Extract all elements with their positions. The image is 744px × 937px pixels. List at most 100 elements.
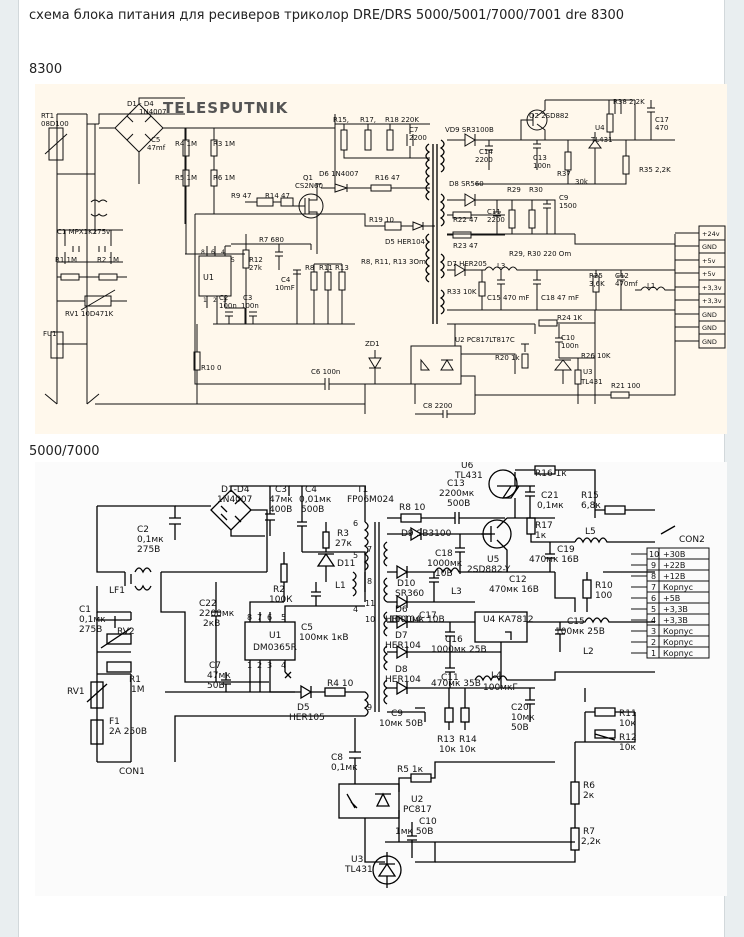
t1-pin-6: 6 [353,519,358,528]
label-d8: D8 SR560 [449,180,484,188]
label-c13: C13 [447,479,465,489]
label-l2: L2 [583,647,594,657]
secondary-wiring-5000 [387,465,655,743]
label-u5: U5 [487,555,499,565]
feedback-wiring-5000 [338,718,580,888]
connector-pin-4: +5v [702,270,716,278]
label-c11: C11 [441,673,459,683]
con2-pin-3-num: 3 [651,627,656,636]
label-c14-value: 2200 [475,156,493,164]
label-c20-value: 10мк [511,713,535,723]
label-rv1: RV1 [67,687,85,697]
label-t1-value: FP06M024 [347,495,394,505]
label-c15-value: 100мк 25В [555,627,605,637]
t1-pin-11: 11 [365,599,375,608]
con2-pin-8-num: 8 [651,572,656,581]
u1-pin-3: 3 [223,297,227,304]
label-r17-value: 1к [535,531,547,541]
label-u5-value: 2SD882-Y [467,565,511,575]
feedback-wiring [410,310,676,414]
label-q1-value: CS2N60 [295,182,323,190]
connector-con2: CON2 10 +30В 9 +22В 8 +12В 7 Корпус 6 +5… [631,525,710,659]
label-c13-value: 2200мк [439,489,475,499]
label-c3-value: 47мк [269,495,293,505]
label-c11-value: 2200 [487,216,505,224]
label-r5: R5 1M [175,174,197,182]
label-l4: L4 [491,671,502,681]
label-r14-value: 10к [459,745,476,755]
label-c12: C12 [509,575,527,585]
label-c7: C7 [209,661,221,671]
label-l1: L1 [647,282,655,290]
label-r30: R30 [529,186,543,194]
label-r3-value: 27к [335,539,352,549]
label-r7: R7 680 [259,236,284,244]
t1-pin-8: 8 [367,577,372,586]
label-vd9: VD9 SR3100B [445,126,494,134]
label-c20-value2: 50В [511,723,529,733]
label-l3: L3 [451,587,462,597]
label-r21: R21 100 [611,382,640,390]
con2-pin-10-label: +30В [663,550,685,559]
label-c2: C2 [137,525,149,535]
label-d5: D5 [297,703,310,713]
label-c3: C3 [275,485,287,495]
label-c1: C1 MPX1K275v [57,228,110,236]
label-u3: U3 [351,855,363,865]
label-u6: U6 [461,462,474,471]
label-d9: D9 SB3100 [401,529,452,539]
con2-pin-5-label: +3,3В [663,605,688,614]
con2-pin-6-num: 6 [651,594,656,603]
label-r7: R7 [583,827,595,837]
label-d7: D7 HER205 [447,260,487,268]
secondary-wiring [447,99,676,346]
label-c4-value: 0,01мк [299,495,332,505]
label-r25-value: 3,6K [589,280,605,288]
label-r2: R2 1M [97,256,119,264]
label-r12-value: 10к [619,743,636,753]
label-c16: C16 [445,635,463,645]
label-r11: R11 [319,264,333,272]
label-u4: U4 [595,124,605,132]
label-c4: C4 [281,276,291,284]
label-r4: R4 1M [175,140,197,148]
connector-pin-7: GND [702,311,717,319]
label-r15: R15 [581,491,599,501]
label-r35: R35 2,2K [639,166,671,174]
label-c5-value: 47mf [147,144,166,152]
con2-pin-4-num: 4 [651,616,656,625]
con2-pin-3-label: Корпус [663,627,693,636]
label-c12: C12 [615,272,629,280]
label-c3: C3 [243,294,252,302]
label-c8: C8 2200 [423,402,452,410]
label-r8r11r13: R8, R11, R13 3Om [361,258,426,266]
con2-pin-10-num: 10 [649,550,659,559]
label-c17: C17 [655,116,669,124]
label-u1: U1 [269,631,281,641]
label-c5-value: 100мк 1кВ [299,633,349,643]
label-r14: R14 47 [265,192,290,200]
u1-pin-6: 6 [211,249,215,256]
label-r16: R16 47 [375,174,400,182]
label-c8-value: 0,1мк [331,763,358,773]
label-c19-value: 470мк 16В [529,555,579,565]
con2-pin-2-num: 2 [651,638,656,647]
label-c19: C19 [557,545,575,555]
con2-pin-7-label: Корпус [663,583,693,592]
connector-pin-2: GND [702,243,717,251]
label-r23: R23 47 [453,242,478,250]
label-c7-value: 47мк [207,671,231,681]
con2-pin-4-label: +3,3В [663,616,688,625]
label-c1-value: 0,1мк [79,615,106,625]
label-rt1-value: 08D100 [41,120,69,128]
label-lf1: LF1 [109,586,125,596]
label-c17-value: 1000мк 10В [389,615,445,625]
label-r37: R37 [557,170,571,178]
label-c1-value2: 275В [79,625,102,635]
label-d5-value: HER105 [289,713,325,723]
connector-8300: +24v GND +5v +5v +3,3v +3,3v GND GND GND [675,225,726,349]
label-d8: D8 [395,665,408,675]
label-u2: U2 [411,795,423,805]
label-c11: C11 [487,208,501,216]
schematic-5000-image: D1-D4 1N4007 C2 0,1мк 275В LF1 C1 0,1мк … [35,462,727,896]
